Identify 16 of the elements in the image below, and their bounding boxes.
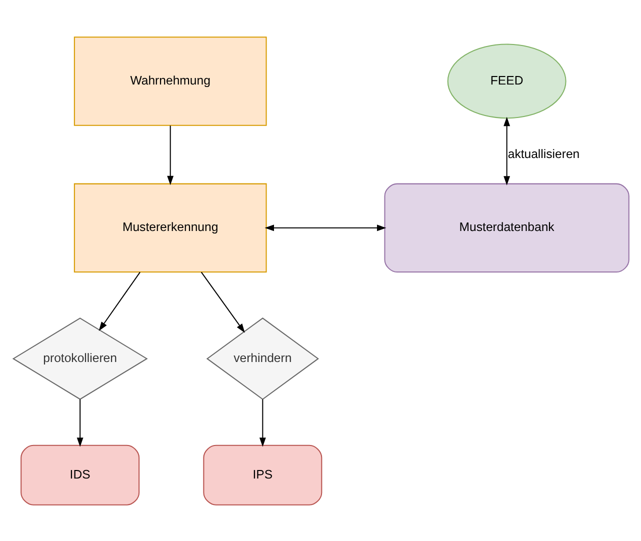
node-box: Mustererkennung bbox=[73, 182, 266, 272]
arrow bbox=[264, 224, 386, 231]
node-diamond: verhindern bbox=[206, 317, 318, 400]
arrow bbox=[258, 398, 266, 446]
node-box: Wahrnehmung bbox=[73, 36, 266, 126]
node-box: IPS bbox=[202, 444, 322, 505]
arrow bbox=[76, 398, 83, 446]
arrow bbox=[98, 271, 140, 330]
node-ellipse: FEED bbox=[446, 43, 566, 118]
node-box: Musterdatenbank bbox=[384, 182, 629, 272]
edge-label: aktuallisieren bbox=[507, 146, 580, 160]
node-diamond: protokollieren bbox=[12, 317, 148, 400]
node-box: IDS bbox=[20, 444, 140, 505]
arrow bbox=[503, 116, 510, 185]
arrow bbox=[200, 271, 244, 332]
arrow bbox=[166, 125, 174, 185]
